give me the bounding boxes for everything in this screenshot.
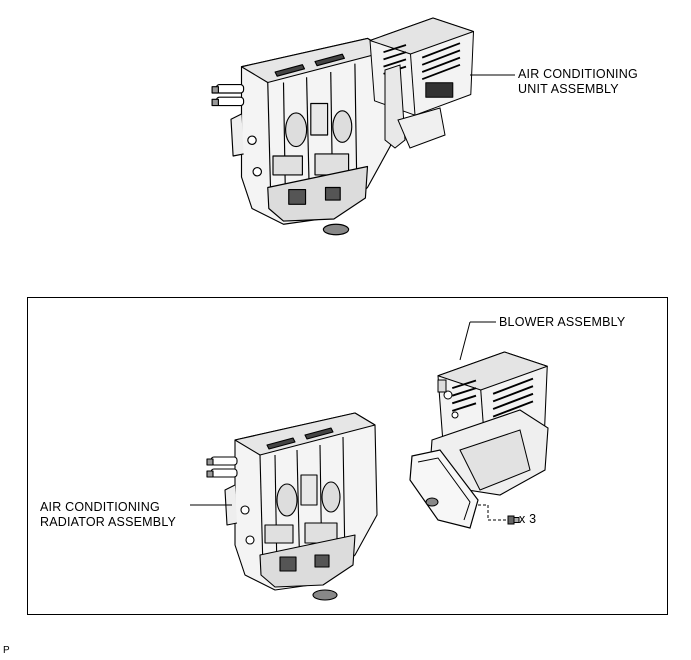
radiator-assembly-label-line-2: RADIATOR ASSEMBLY: [40, 515, 177, 529]
radiator-assembly-label: AIR CONDITIONING RADIATOR ASSEMBLY: [40, 500, 176, 530]
unit-assembly-label-line-2: UNIT ASSEMBLY: [518, 82, 619, 96]
screw-dashed-indicator: [478, 504, 508, 521]
illustration-code: P: [3, 645, 10, 656]
disassembly-frame: [27, 297, 668, 615]
unit-assembly-label: AIR CONDITIONING UNIT ASSEMBLY: [518, 67, 638, 97]
blower-assembly-label: BLOWER ASSEMBLY: [499, 315, 626, 329]
ac-radiator-assembly-illustration: [206, 412, 378, 601]
radiator-assembly-label-line-1: AIR CONDITIONING: [40, 500, 160, 514]
unit-assembly-label-line-1: AIR CONDITIONING: [518, 67, 638, 81]
screw-quantity-label: x 3: [519, 512, 537, 526]
blower-assembly-leader-line: [459, 321, 471, 361]
screw-icon: [507, 515, 520, 525]
ac-unit-assembly-illustration: [211, 17, 475, 236]
blower-assembly-illustration: [409, 351, 549, 529]
